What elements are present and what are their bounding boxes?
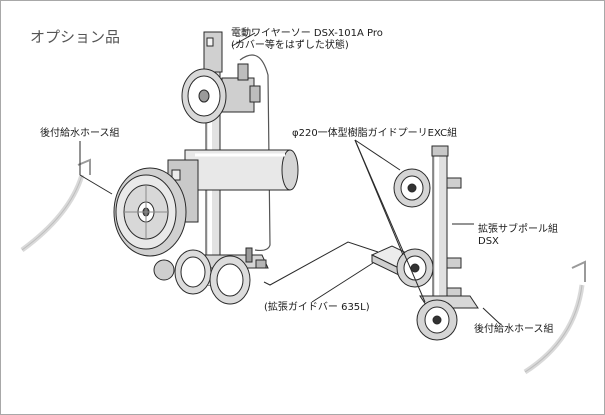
label-pulley: φ220一体型樹脂ガイドプーリEXC組 bbox=[292, 128, 458, 139]
page-title: オプション品 bbox=[30, 28, 121, 46]
label-sub-pole-line2: DSX bbox=[478, 236, 499, 247]
sub-pole-assembly bbox=[393, 145, 479, 341]
label-rear-hose-left: 後付給水ホース組 bbox=[40, 128, 120, 139]
label-sub-pole-line1: 拡張サブポール組 bbox=[478, 224, 558, 235]
label-wiresaw-name: 電動ワイヤーソー DSX-101A Pro bbox=[231, 28, 383, 39]
wire-saw-machine bbox=[113, 31, 299, 305]
label-wiresaw-note: (カバー等をはずした状態) bbox=[231, 40, 349, 51]
right-water-hose bbox=[523, 260, 586, 375]
leader-lines bbox=[79, 32, 501, 325]
connector-line bbox=[263, 241, 379, 286]
left-water-hose bbox=[20, 158, 91, 253]
label-guide-bar: (拡張ガイドバー 635L) bbox=[264, 302, 370, 313]
label-rear-hose-right: 後付給水ホース組 bbox=[474, 324, 554, 335]
